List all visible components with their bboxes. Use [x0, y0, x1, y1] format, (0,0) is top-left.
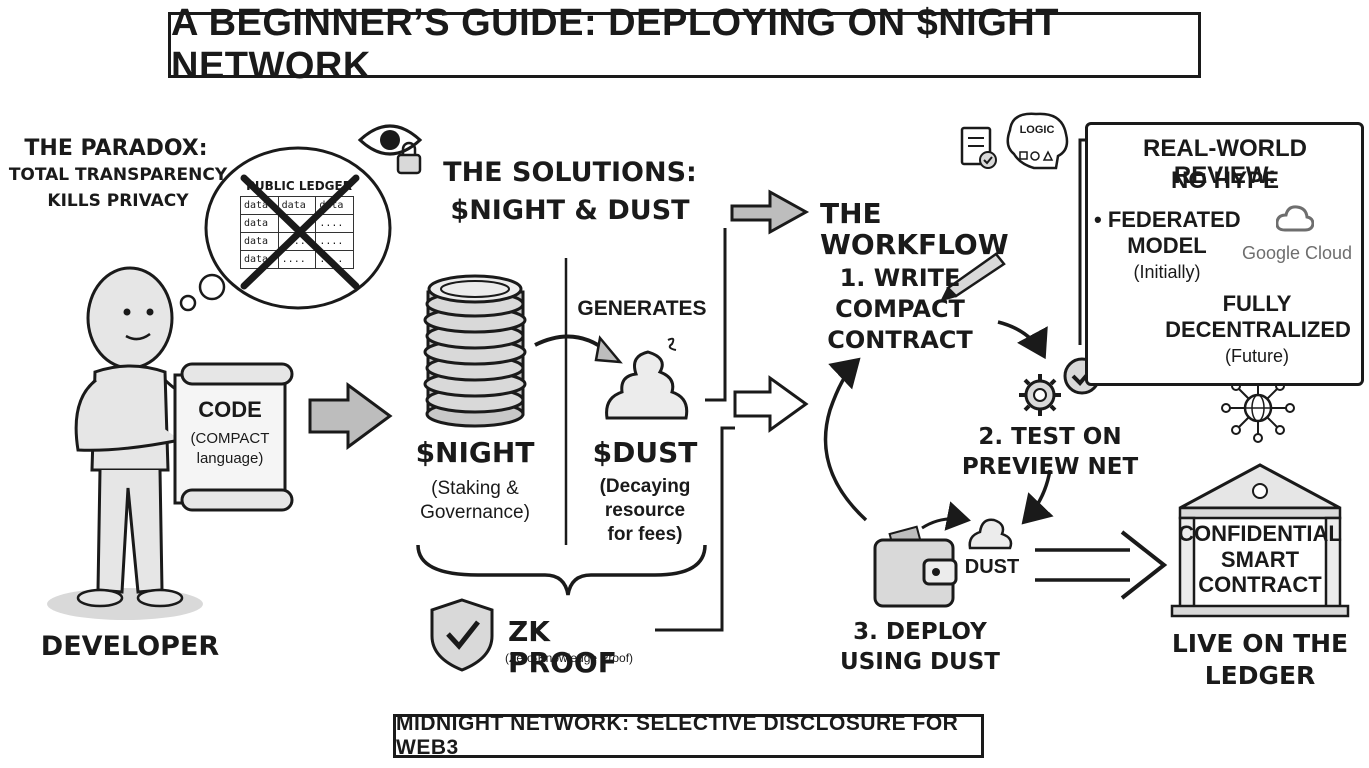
dust-pile-icon — [605, 337, 689, 420]
pen-icon — [940, 252, 1006, 302]
step1-line2: COMPACT — [835, 295, 965, 323]
public-ledger: PUBLIC LEDGER data data data data .... d… — [240, 179, 358, 270]
dust-desc3: for fees) — [607, 524, 683, 545]
shield-check-icon — [430, 598, 494, 672]
solutions-brace — [416, 544, 707, 596]
paradox-line2: KILLS PRIVACY — [47, 191, 189, 211]
review-heading-line1: REAL-WORLD REVIEW: — [1143, 135, 1307, 189]
review-box — [1085, 122, 1364, 386]
review-heading-line2: NO HYPE — [1170, 167, 1280, 194]
arrow-to-workflow-2 — [733, 375, 809, 433]
eye-lock-icon — [357, 124, 423, 175]
ledger-table: data data data data .... data .... .... … — [240, 196, 354, 270]
cloud-icon — [1276, 205, 1314, 232]
zk-sub: (Zero-Knowledge Proof) — [505, 651, 634, 665]
solutions-heading-line2: $NIGHT & DUST — [450, 195, 690, 226]
solutions-heading-line1: THE SOLUTIONS: — [443, 157, 697, 188]
step1-line3: CONTRACT — [827, 326, 973, 354]
contract-line2: SMART — [1220, 547, 1300, 572]
building-icon — [1170, 463, 1350, 618]
scroll-title: CODE — [198, 397, 262, 422]
night-label: $NIGHT — [415, 436, 535, 469]
review-item2-line1: FULLY — [1222, 291, 1292, 316]
brain-logic-icon — [1006, 112, 1069, 170]
dust-label: $DUST — [592, 436, 698, 469]
table-cell: .... — [277, 250, 317, 270]
night-coin-stack — [423, 274, 527, 428]
contract-line1: CONFIDENTIAL — [1178, 521, 1342, 546]
arrow-to-solutions — [308, 382, 393, 450]
wallet-dust-label: DUST — [964, 556, 1020, 578]
live-line1: LIVE ON THE — [1171, 629, 1349, 658]
cross-out-icon — [240, 174, 360, 290]
review-item1-line3: (Initially) — [1133, 262, 1201, 282]
footer-text: MIDNIGHT NETWORK: SELECTIVE DISCLOSURE F… — [396, 712, 959, 759]
step1-line1: 1. WRITE — [839, 264, 961, 292]
dust-desc2: resource — [604, 500, 686, 521]
scroll-line1: (COMPACT — [190, 430, 270, 447]
paradox-line1: TOTAL TRANSPARENCY — [8, 165, 228, 185]
ledger-title: PUBLIC LEDGER — [246, 179, 352, 193]
workflow-heading: THE WORKFLOW — [820, 197, 1009, 262]
developer-figure — [47, 266, 203, 620]
logic-label: LOGIC — [1019, 124, 1055, 136]
footer-box: MIDNIGHT NETWORK: SELECTIVE DISCLOSURE F… — [393, 712, 984, 759]
developer-label: DEVELOPER — [40, 631, 220, 662]
review-item1-line2: MODEL — [1127, 233, 1207, 258]
dust-desc1: (Decaying — [599, 476, 691, 497]
generates-label: GENERATES — [577, 297, 707, 320]
deploy-arrow — [1035, 530, 1168, 600]
table-row: data .... — [240, 214, 354, 234]
page-title: A BEGINNER’S GUIDE: DEPLOYING ON $NIGHT … — [171, 2, 1059, 87]
small-dust-icon — [968, 518, 1013, 550]
step3-line2: USING DUST — [840, 649, 1000, 675]
night-desc2: Governance) — [420, 502, 530, 523]
step2-line2: PREVIEW NET — [961, 454, 1139, 480]
paradox-heading: THE PARADOX: — [24, 136, 208, 161]
table-row: data data data — [240, 196, 354, 216]
review-item1-line1: • FEDERATED — [1094, 207, 1241, 232]
zk-connector — [655, 426, 735, 632]
provider-label: Google Cloud — [1241, 243, 1353, 263]
arrow-to-workflow — [730, 189, 810, 235]
review-item2-line2: DECENTRALIZED — [1165, 317, 1351, 342]
title-box: A BEGINNER’S GUIDE: DEPLOYING ON $NIGHT … — [168, 2, 1201, 87]
step3-line1: 3. DEPLOY — [853, 619, 987, 645]
wallet-icon — [873, 525, 958, 608]
code-scroll — [173, 362, 294, 512]
live-line2: LEDGER — [1204, 661, 1316, 690]
step2-line1: 2. TEST ON — [978, 424, 1122, 450]
document-check-icon — [960, 126, 997, 169]
zk-label: ZK PROOF — [508, 615, 617, 680]
scroll-line2: language) — [196, 450, 264, 467]
review-item2-line3: (Future) — [1224, 346, 1289, 366]
contract-line3: CONTRACT — [1198, 572, 1322, 597]
night-desc1: (Staking & — [431, 478, 519, 499]
